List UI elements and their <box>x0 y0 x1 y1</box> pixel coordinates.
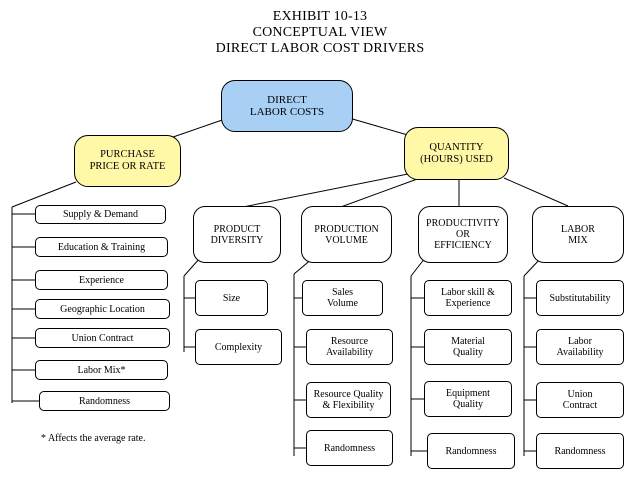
exhibit-heading: DIRECT LABOR COST DRIVERS <box>215 41 425 56</box>
productivity-item: Labor skill & Experience <box>424 280 512 316</box>
purchase-price-label: PURCHASE PRICE OR RATE <box>89 149 166 172</box>
exhibit-subtitle: CONCEPTUAL VIEW <box>252 25 388 40</box>
purchase-item: Labor Mix* <box>35 360 168 380</box>
product-diversity-item: Complexity <box>195 329 282 365</box>
production-volume-item: Randomness <box>306 430 393 466</box>
quantity-used-label: QUANTITY (HOURS) USED <box>420 141 493 165</box>
direct-labor-costs-node: DIRECT LABOR COSTS <box>221 80 353 132</box>
productivity-header: PRODUCTIVITY OR EFFICIENCY <box>418 206 508 263</box>
production-volume-item: Sales Volume <box>302 280 383 316</box>
purchase-item: Experience <box>35 270 168 290</box>
purchase-item: Supply & Demand <box>35 205 166 224</box>
purchase-item: Union Contract <box>35 328 170 348</box>
productivity-item: Equipment Quality <box>424 381 512 417</box>
production-volume-item: Resource Quality & Flexibility <box>306 382 391 418</box>
production-volume-header: PRODUCTION VOLUME <box>301 206 392 263</box>
footnote: * Affects the average rate. <box>41 433 146 444</box>
quantity-used-node: QUANTITY (HOURS) USED <box>404 127 509 180</box>
production-volume-item: Resource Availability <box>306 329 393 365</box>
purchase-item: Randomness <box>39 391 170 411</box>
direct-labor-costs-label: DIRECT LABOR COSTS <box>249 94 325 118</box>
exhibit-title: EXHIBIT 10-13 <box>272 9 368 24</box>
purchase-item: Education & Training <box>35 237 168 257</box>
productivity-item: Randomness <box>427 433 515 469</box>
product-diversity-header: PRODUCT DIVERSITY <box>193 206 281 263</box>
purchase-price-node: PURCHASE PRICE OR RATE <box>74 135 181 187</box>
product-diversity-item: Size <box>195 280 268 316</box>
labor-mix-item: Labor Availability <box>536 329 624 365</box>
labor-mix-header: LABOR MIX <box>532 206 624 263</box>
labor-mix-item: Substitutability <box>536 280 624 316</box>
labor-mix-item: Union Contract <box>536 382 624 418</box>
labor-mix-item: Randomness <box>536 433 624 469</box>
purchase-item: Geographic Location <box>35 299 170 319</box>
productivity-item: Material Quality <box>424 329 512 365</box>
